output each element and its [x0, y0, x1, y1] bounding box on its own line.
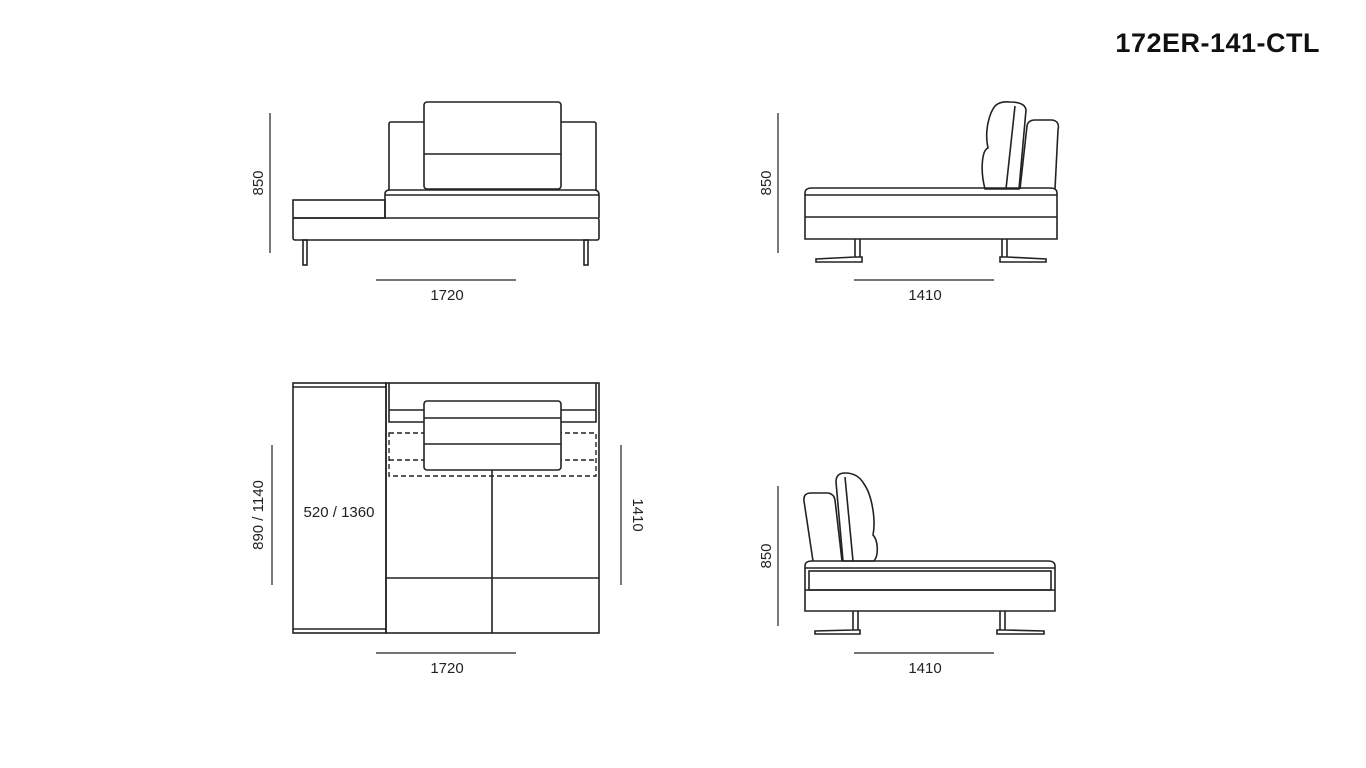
- left-backrest: [388, 121, 424, 190]
- sofa-base: [292, 217, 600, 241]
- front-view: 850 1720: [250, 101, 600, 304]
- side-view-left: 850 1410: [758, 472, 1056, 677]
- top-width-label: 1720: [430, 660, 463, 677]
- leg: [302, 239, 308, 266]
- front-height-label: 850: [250, 170, 267, 195]
- seat-cushion: [384, 189, 600, 218]
- back-cushion: [835, 472, 879, 562]
- back-cushion: [803, 492, 843, 562]
- back-cushion: [1019, 119, 1060, 190]
- top-depth-label: 890 / 1140: [250, 480, 267, 550]
- side-view-right: 850 1410: [758, 101, 1060, 304]
- side-left-width-label: 1410: [908, 660, 941, 677]
- leg: [999, 239, 1047, 263]
- leg: [814, 611, 861, 635]
- side-right-width-label: 1410: [908, 287, 941, 304]
- leg: [815, 239, 863, 263]
- product-code-title: 172ER-141-CTL: [1115, 28, 1320, 58]
- side-left-height-label: 850: [758, 543, 775, 568]
- side-right-height-label: 850: [758, 170, 775, 195]
- back-cushion: [423, 101, 562, 190]
- top-seat-depth-label: 1410: [629, 498, 646, 531]
- chaise-seat: [292, 199, 386, 219]
- seat-frame: [808, 570, 1052, 591]
- top-view: 890 / 1140 520 / 1360 1410 1720: [250, 382, 646, 677]
- front-width-label: 1720: [430, 287, 463, 304]
- leg: [583, 239, 589, 266]
- leg: [996, 611, 1045, 635]
- right-backrest: [561, 121, 597, 190]
- back-cushion: [981, 101, 1027, 190]
- sofa-body: [804, 560, 1056, 612]
- chaise-size-label: 520 / 1360: [304, 504, 375, 521]
- sofa-body: [804, 187, 1058, 240]
- back-cushion: [423, 400, 562, 471]
